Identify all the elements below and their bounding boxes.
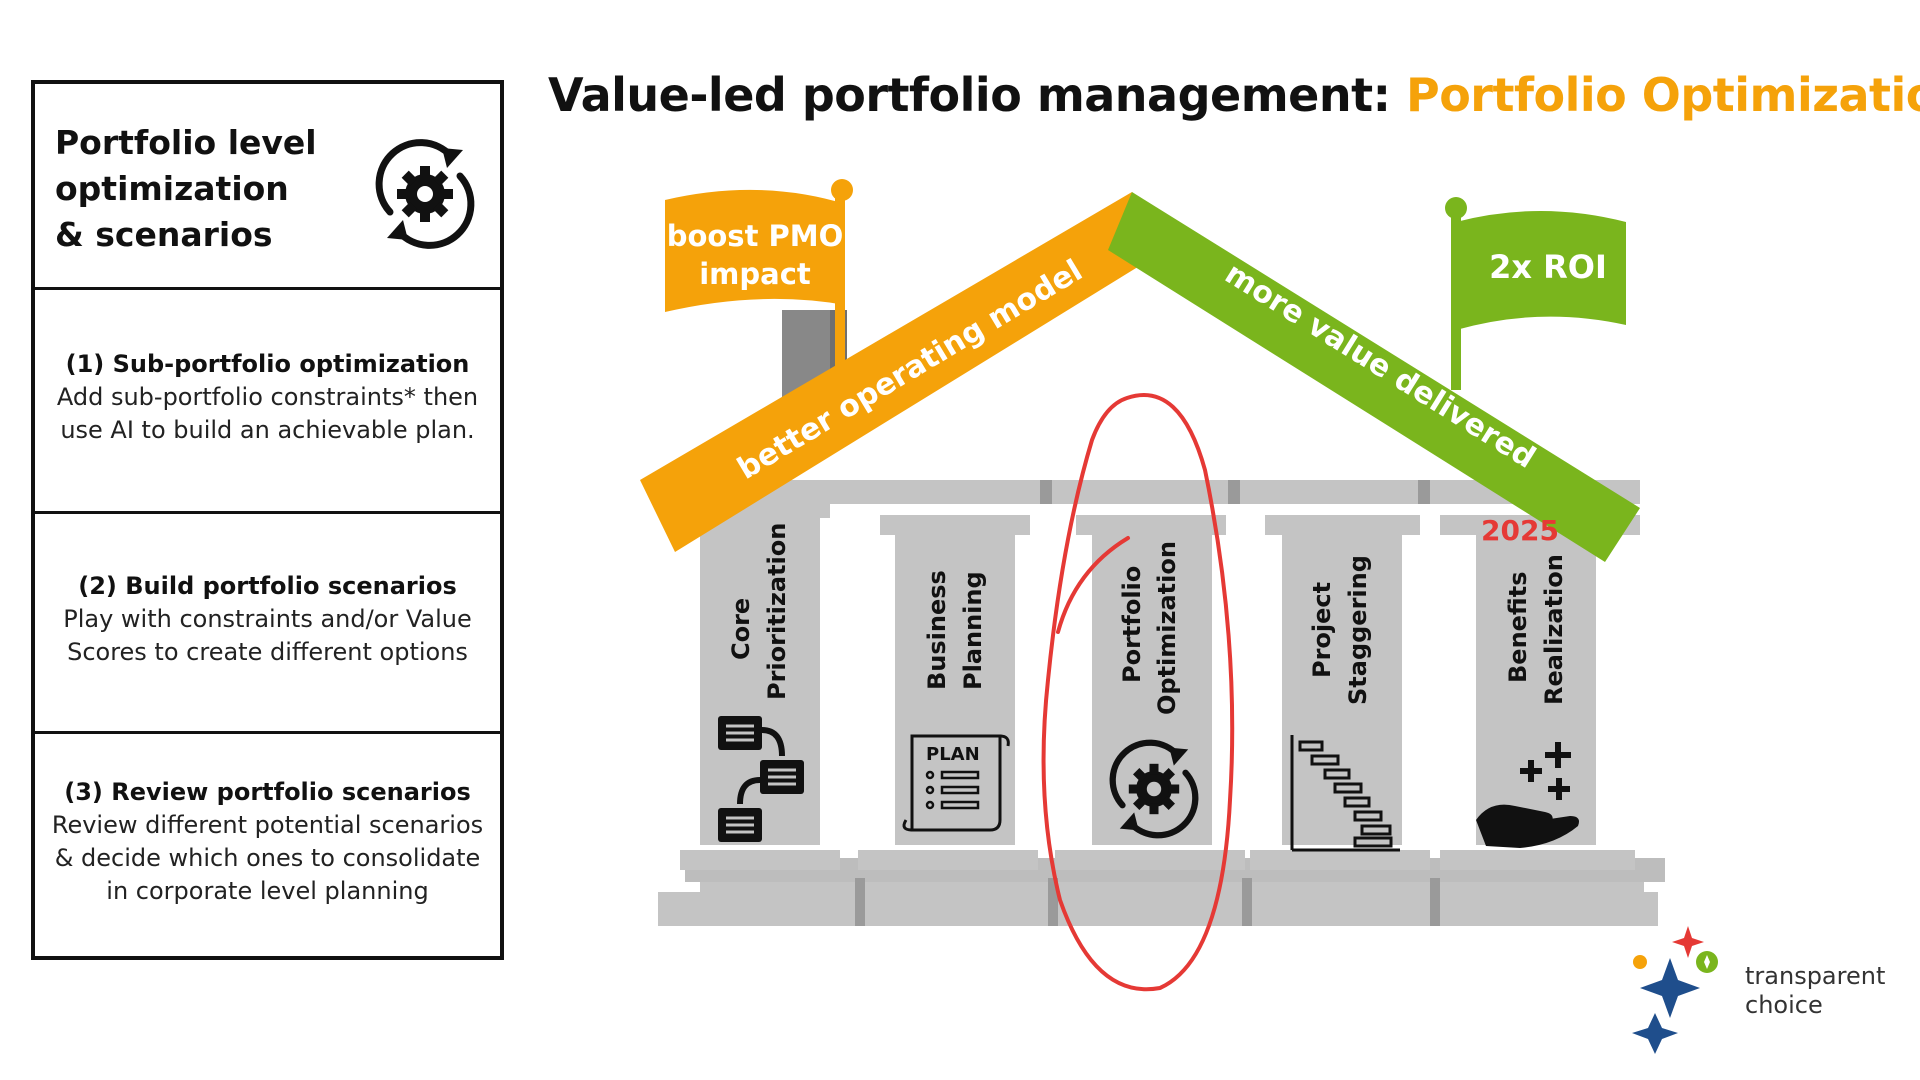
pillar-project-staggering: Project Staggering bbox=[1250, 515, 1430, 870]
flag-right: 2x ROI bbox=[1445, 197, 1626, 390]
pillar-benefits-realization: Benefits Realization bbox=[1440, 515, 1640, 870]
step-title: (1) Sub-portfolio optimization bbox=[65, 350, 470, 378]
gear-cycle-icon bbox=[1109, 739, 1199, 839]
gear-cycle-icon bbox=[375, 139, 475, 249]
plan-scroll-icon: PLAN bbox=[902, 734, 1010, 832]
pillar-label-line1: Project bbox=[1308, 582, 1336, 678]
panel-header: Portfolio level optimization & scenarios bbox=[35, 84, 500, 290]
step-body: Add sub-portfolio constraints* then use … bbox=[56, 383, 479, 444]
gantt-chart-icon bbox=[1290, 735, 1400, 852]
pillar-label-line2: Prioritization bbox=[763, 523, 791, 700]
roof-left bbox=[640, 192, 1162, 552]
pillar-portfolio-optimization: Portfolio Optimization bbox=[1055, 515, 1245, 870]
step-body: Review different potential scenarios & d… bbox=[51, 811, 484, 905]
roof-right bbox=[1108, 192, 1640, 562]
panel-title: Portfolio level optimization & scenarios bbox=[55, 123, 317, 254]
pillar-label-line2: Realization bbox=[1540, 554, 1568, 705]
flag-right-text: 2x ROI bbox=[1489, 248, 1607, 286]
pillar-label-line2: Staggering bbox=[1344, 555, 1372, 705]
svg-text:PLAN: PLAN bbox=[926, 744, 980, 765]
brand-line1: transparent bbox=[1745, 962, 1886, 990]
chat-bubbles-icon bbox=[718, 716, 804, 842]
flag-left-line2: impact bbox=[699, 257, 811, 291]
brand-wordmark: transparent choice bbox=[1745, 962, 1885, 1020]
title-highlight: Portfolio Optimization bbox=[1405, 68, 1920, 122]
pillar-core-prioritization: Core Prioritization bbox=[680, 498, 840, 870]
hand-plus-icon bbox=[1476, 742, 1579, 848]
flag-left-line1: boost PMO bbox=[667, 219, 844, 253]
brand-line2: choice bbox=[1745, 991, 1823, 1019]
step-build-scenarios: (2) Build portfolio scenarios Play with … bbox=[35, 514, 500, 734]
step-review-scenarios: (3) Review portfolio scenarios Review di… bbox=[35, 734, 500, 956]
year-badge: 2025 bbox=[1481, 514, 1559, 547]
pillar-label-line2: Optimization bbox=[1153, 541, 1181, 715]
pillar-label-line2: Planning bbox=[959, 571, 987, 690]
pillar-label-line1: Core bbox=[727, 598, 755, 660]
pillar-label-line1: Portfolio bbox=[1118, 566, 1146, 683]
step-body: Play with constraints and/or Value Score… bbox=[63, 605, 472, 666]
flag-left: boost PMO impact bbox=[665, 179, 853, 370]
step-sub-portfolio: (1) Sub-portfolio optimization Add sub-p… bbox=[35, 290, 500, 514]
brand-logo bbox=[1632, 926, 1718, 1054]
step-title: (3) Review portfolio scenarios bbox=[64, 778, 471, 806]
title-main: Value-led portfolio management: bbox=[548, 68, 1406, 122]
pillars: Core Prioritization Business Plannin bbox=[680, 498, 1640, 870]
highlight-loop bbox=[1041, 393, 1235, 992]
step-title: (2) Build portfolio scenarios bbox=[78, 572, 457, 600]
pillar-label-line1: Benefits bbox=[1504, 572, 1532, 683]
page-title: Value-led portfolio management: Portfoli… bbox=[548, 68, 1920, 122]
feature-panel: Portfolio level optimization & scenarios… bbox=[31, 80, 504, 960]
pillar-label-line1: Business bbox=[923, 570, 951, 690]
pillar-business-planning: Business Planning PLAN bbox=[858, 515, 1038, 870]
